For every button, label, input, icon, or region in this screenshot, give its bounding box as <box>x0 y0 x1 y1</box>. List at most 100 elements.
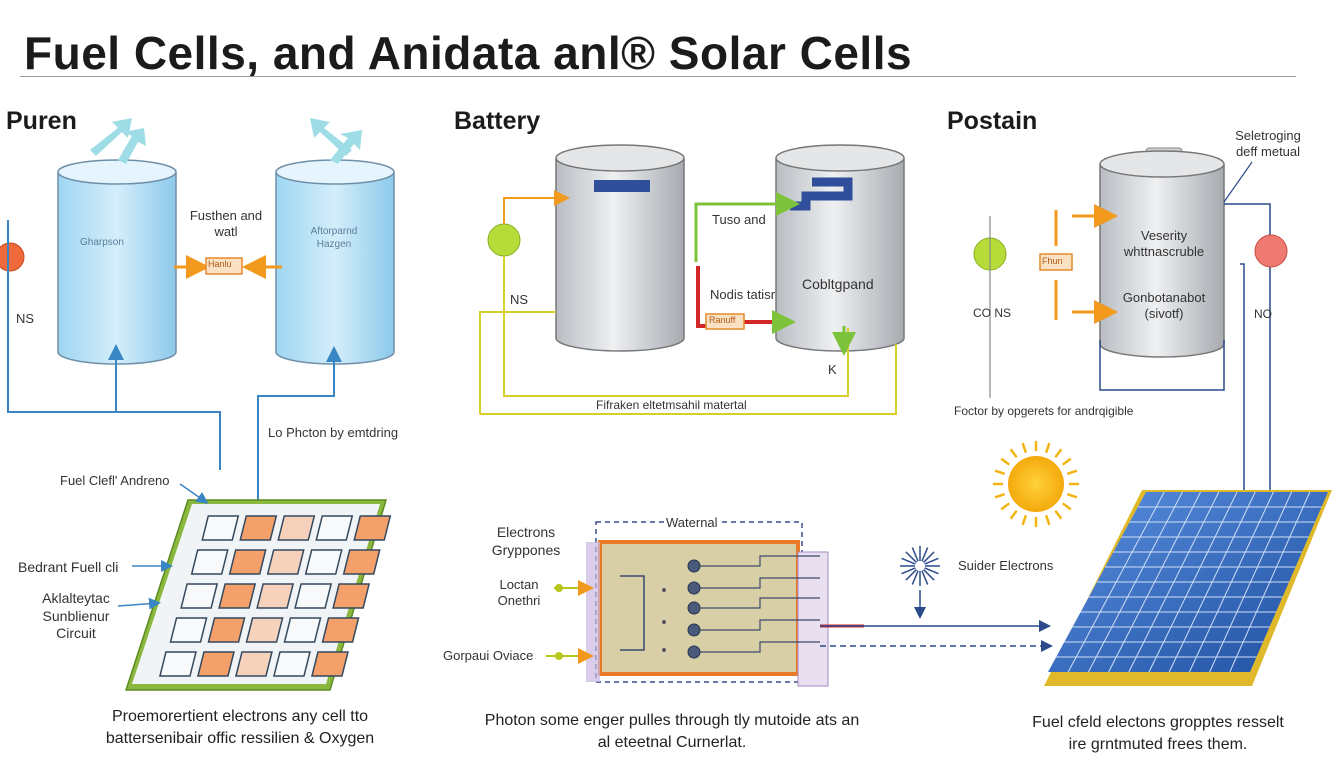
sun-ray <box>1021 515 1027 526</box>
steam-arrows-right <box>310 118 362 164</box>
gorpaui-label: Gorpaui Oviace <box>443 648 534 663</box>
fuel-cell-tile <box>266 549 305 575</box>
fuel-cell-tile <box>294 583 333 609</box>
loctan-label: Loctan Onethri <box>497 577 541 609</box>
chip-trace <box>700 577 820 589</box>
fuel-cell-tile <box>158 651 197 677</box>
caption-left-line2: battersenibair offic ressilien & Oxygen <box>105 730 375 748</box>
light-ray <box>911 547 919 562</box>
selet-label: Seletroging deff metual <box>1235 128 1301 160</box>
light-ray <box>905 551 917 563</box>
k-label: K <box>828 362 837 377</box>
connector-box-right <box>1039 253 1073 271</box>
title-divider <box>20 76 1296 77</box>
fuel-cell-tile <box>245 617 284 643</box>
electrode-node-left <box>0 242 25 272</box>
steam-arrows-left <box>90 118 146 164</box>
section-heading-middle: Battery <box>454 107 541 135</box>
cylinder-label-top: Veserity whttnascruble <box>1123 228 1205 260</box>
electrode-node-middle <box>487 223 521 257</box>
chip-dot <box>662 648 666 652</box>
fuel-cell-tile <box>256 583 295 609</box>
fuel-cell-tile <box>169 617 208 643</box>
hydrogen-tank-label: Gharpson <box>80 237 124 248</box>
suider-label: Suider Electrons <box>958 558 1054 573</box>
caption-right: Fuel cfeld electons gropptes resselt ire… <box>978 712 1338 757</box>
light-ray <box>923 569 935 581</box>
chip-internal-loop <box>620 575 645 651</box>
sun-ray <box>1054 448 1062 458</box>
sun-ray <box>1054 510 1062 520</box>
panel-col-line <box>1067 491 1165 673</box>
sun-ray <box>994 469 1005 475</box>
chip-trace <box>700 597 820 609</box>
fuel-cell-tile <box>218 583 257 609</box>
sun-ray <box>994 493 1005 499</box>
chip-pins <box>662 555 820 659</box>
co-ns-label: CO NS <box>973 306 1012 320</box>
wire-right-to-panel <box>1224 203 1271 516</box>
battery-cell-left <box>555 144 685 352</box>
bedrant-label: Bedrant Fuell cli <box>18 559 119 575</box>
fuel-cell-tile <box>201 515 240 541</box>
chip-edge-left <box>586 542 600 682</box>
sun-ray <box>1045 515 1051 526</box>
wire-yellow-loop <box>479 311 897 415</box>
chip-pin <box>687 645 701 659</box>
pointer-selet <box>1223 161 1253 203</box>
sun-disc <box>1008 456 1064 512</box>
chip-pin <box>687 601 701 615</box>
caption-left: Proemorertient electrons any cell tto ba… <box>30 706 450 751</box>
fuel-cell-tile <box>196 651 235 677</box>
light-ray <box>924 567 939 575</box>
fuel-cell-tile <box>180 583 219 609</box>
wire-battery-bottom <box>503 256 849 397</box>
connector-label: Hanlu <box>208 259 232 269</box>
light-ray <box>911 570 919 585</box>
ns-label-middle: NS <box>510 292 529 307</box>
battery-cell-right <box>775 144 905 352</box>
light-ray <box>924 557 939 565</box>
caption-middle: Photon some enger pulles through tly mut… <box>456 710 888 755</box>
sun-ray <box>1062 458 1072 466</box>
light-ray <box>901 557 916 565</box>
fusion-label: Fusthen and watl <box>189 208 263 240</box>
caption-right-line1: Fuel cfeld electons gropptes resselt <box>1032 714 1284 731</box>
fuel-cell-tile <box>332 583 371 609</box>
sun-ray <box>1062 502 1072 510</box>
ns-label-left: NS <box>16 311 35 326</box>
page-title: Fuel Cells, and Anidata anl® Solar Cells <box>24 27 913 79</box>
cylinder-base-wire <box>1099 340 1225 391</box>
connector-label-middle: Ranuff <box>709 315 736 325</box>
chip-pin <box>687 581 701 595</box>
panel-col-line <box>1188 491 1274 673</box>
chip-pin <box>687 559 701 573</box>
fuel-cell-tile <box>239 515 278 541</box>
panel-col-line <box>1168 491 1256 673</box>
fuel-cell-label: Fuel Clefl' Andreno <box>60 473 170 488</box>
storage-cylinder <box>1099 147 1225 358</box>
wire-to-oxygen <box>257 346 342 520</box>
fuel-cell-tile <box>190 549 229 575</box>
cell-label: Cobltgpand <box>802 276 874 292</box>
sun-ray <box>1010 510 1018 520</box>
fuel-cell-tile <box>321 617 360 643</box>
caption-right-line2: ire grntmuted frees them. <box>1068 736 1248 754</box>
hydrogen-tank <box>57 159 177 365</box>
panel-col-line <box>1108 491 1202 673</box>
chip-dot <box>662 588 666 592</box>
nodis-label: Nodis tatisr <box>710 287 776 302</box>
fuel-cell-tile <box>353 515 392 541</box>
sun-ray <box>1067 493 1078 499</box>
fuel-cell-tile <box>228 549 267 575</box>
sun-ray <box>1000 458 1010 466</box>
wire-battery-top <box>503 190 570 224</box>
pointer-circuit <box>117 597 161 610</box>
connector-box-middle <box>705 313 745 330</box>
sun-icon <box>992 440 1080 528</box>
light-ray <box>923 551 935 563</box>
light-ray <box>921 570 929 585</box>
chip-trace <box>700 619 820 631</box>
fuel-cell-tile <box>310 651 349 677</box>
fuel-cell-tile <box>207 617 246 643</box>
